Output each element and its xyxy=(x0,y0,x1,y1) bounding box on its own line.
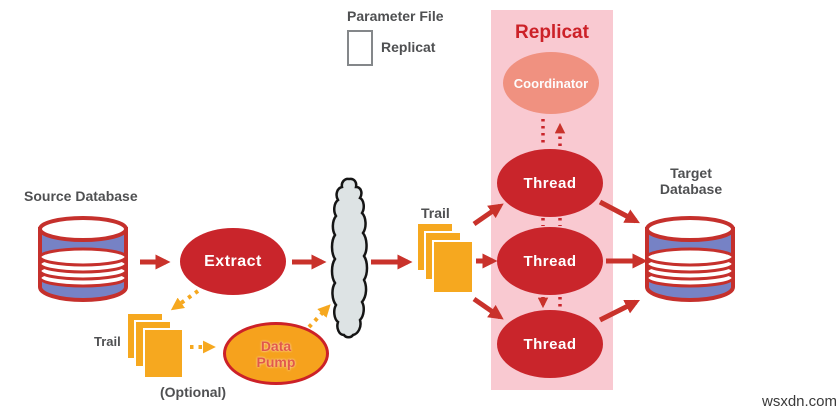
data-pump-label-line2: Pump xyxy=(256,353,296,370)
watermark: wsxdn.com xyxy=(762,393,838,410)
extract-node: Extract xyxy=(180,228,286,295)
data-pump-node: Data Pump xyxy=(223,322,329,385)
coordinator-node: Coordinator xyxy=(503,52,599,114)
optional-label: (Optional) xyxy=(160,384,227,400)
dotted-datapump-to-cloud xyxy=(307,304,331,329)
legend-item-label: Replicat xyxy=(381,39,436,55)
legend-title: Parameter File xyxy=(347,8,444,24)
target-database-icon xyxy=(645,216,735,302)
target-label-line2: Database xyxy=(659,181,723,198)
source-database-icon xyxy=(38,216,128,302)
target-label-line1: Target xyxy=(670,165,712,181)
trail-files-icon-left xyxy=(126,312,188,382)
trail-file-sheet xyxy=(143,328,184,379)
dotted-extract-to-trail xyxy=(170,289,200,311)
thread-node-1: Thread xyxy=(497,149,603,217)
trail-right-label: Trail xyxy=(421,205,450,221)
trail-left-label: Trail xyxy=(94,334,121,349)
parameter-file-icon xyxy=(347,30,373,66)
target-database-label: Target Database xyxy=(645,165,737,197)
trail-file-sheet xyxy=(432,240,474,294)
data-pump-label-line1: Data xyxy=(260,337,292,354)
source-database-label: Source Database xyxy=(24,188,138,204)
network-cloud-icon xyxy=(330,177,369,339)
thread-node-3: Thread xyxy=(497,310,603,378)
trail-files-icon-right xyxy=(416,222,478,298)
replicat-panel-title: Replicat xyxy=(515,22,589,43)
thread-node-2: Thread xyxy=(497,227,603,295)
